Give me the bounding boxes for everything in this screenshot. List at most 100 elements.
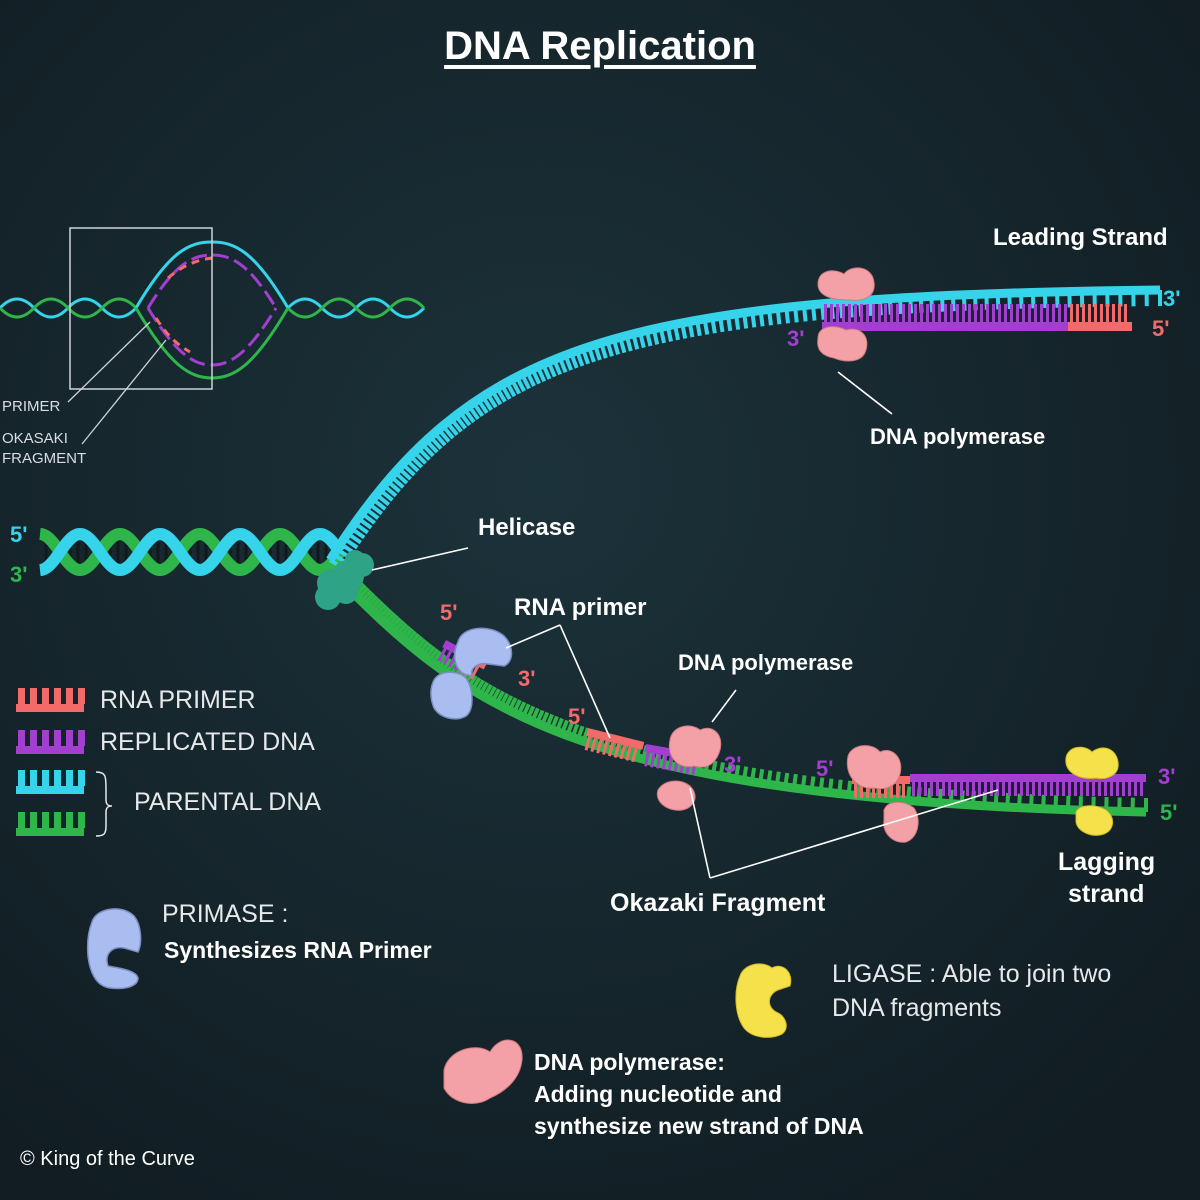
leading-replicated-base [950, 304, 953, 322]
end-okazaki1-left: 5' [568, 704, 586, 729]
leading-replicated-base [878, 304, 881, 322]
leading-replicated-base [992, 304, 995, 322]
leading-replicated-base [1016, 304, 1019, 322]
end-lagging-right-top: 3' [1158, 764, 1176, 789]
lagging-replicated-fragment-base [1026, 782, 1029, 796]
leading-replicated-base [1058, 304, 1061, 322]
leading-replicated-base [854, 304, 857, 322]
leading-primer-base [1076, 304, 1079, 322]
okazaki1-rna-primer-base [625, 746, 632, 761]
legend-swatch-parental-green-tooth [54, 812, 61, 828]
okazaki1-rna-primer-base [584, 736, 591, 751]
lagging-replicated-fragment-base [1044, 782, 1047, 796]
okazaki2-rna-primer-base [884, 784, 887, 798]
end-lagging-right-bottom: 5' [1160, 800, 1178, 825]
ligase-key-icon [735, 963, 792, 1038]
lagging-replicated-fragment-base [1116, 782, 1119, 796]
leading-replicated-base [1052, 304, 1055, 322]
okazaki2-rna-primer-base [854, 784, 857, 798]
credit-text: © King of the Curve [20, 1148, 195, 1170]
legend-swatch-rna-primer-tooth [18, 688, 25, 704]
lagging-replicated-fragment-base [978, 782, 981, 796]
end-okazaki1-right: 3' [724, 752, 742, 777]
polymerase-note-line2: Adding nucleotide and [534, 1081, 782, 1107]
leading-replicated-base [824, 304, 827, 322]
leading-primer-base [1082, 304, 1085, 322]
leading-replicated-base [1046, 304, 1049, 322]
legend-swatch-rna-primer [16, 688, 85, 712]
okazaki2-rna-primer-base [866, 784, 869, 798]
primase-replicated-fragment-base [437, 648, 447, 662]
end-leading-polymerase: 3' [787, 326, 805, 351]
leading-replicated-base [974, 304, 977, 322]
lagging-replicated-fragment-base [1122, 782, 1125, 796]
legend-swatch-parental-green [16, 812, 85, 836]
legend-swatch-parental-green-tooth [66, 812, 73, 828]
leading-replicated-base [914, 304, 917, 322]
primase-note-desc: Synthesizes RNA Primer [164, 937, 432, 963]
lagging-replicated-fragment-base [1032, 782, 1035, 796]
legend-rna-primer: RNA PRIMER [100, 686, 256, 714]
lagging-replicated-fragment-base [924, 782, 927, 796]
end-okazaki2-left: 5' [816, 756, 834, 781]
leading-primer-base [1124, 304, 1127, 322]
leading-replicated-base [1040, 304, 1043, 322]
leading-replicated-base [998, 304, 1001, 322]
leading-primer-base [1106, 304, 1109, 322]
legend-swatch-rna-primer-tooth [78, 688, 85, 704]
leading-replicated-base [884, 304, 887, 322]
okazaki2-rna-primer-base [896, 784, 899, 798]
legend-swatch-replicated-dna-tooth [54, 730, 61, 746]
lagging-replicated-fragment-base [1080, 782, 1083, 796]
primase-replicated-fragment-base [442, 650, 452, 665]
legend-swatch-rna-primer-tooth [54, 688, 61, 704]
legend-swatch-parental-green-bar [16, 828, 84, 836]
lagging-replicated-fragment-base [1098, 782, 1101, 796]
okazaki-fragment-label: Okazaki Fragment [610, 889, 826, 917]
leading-replicated-base [902, 304, 905, 322]
pointer-okazaki-b [709, 789, 999, 879]
inset-okazaki-label-line2: FRAGMENT [2, 450, 87, 467]
polymerase-note-line3: synthesize new strand of DNA [534, 1113, 864, 1139]
okazaki-dna-polymerase-1 [656, 725, 722, 811]
legend-replicated-dna: REPLICATED DNA [100, 728, 315, 756]
dna-polymerase-top-label: DNA polymerase [870, 424, 1046, 449]
leading-replicated-base [896, 304, 899, 322]
legend-swatch-replicated-dna-tooth [18, 730, 25, 746]
inset-replication-bubble [0, 227, 426, 445]
leading-replicated-base [980, 304, 983, 322]
leading-dna-polymerase [817, 267, 875, 362]
lagging-replicated-fragment-base [1086, 782, 1089, 796]
okazaki2-rna-primer-base [890, 784, 893, 798]
lagging-replicated-fragment-base [1020, 782, 1023, 796]
lagging-backbone [328, 568, 1147, 817]
okazaki2-rna-primer-base [872, 784, 875, 798]
legend-swatch-parental-cyan-bar [16, 786, 84, 794]
leading-replicated-base [962, 304, 965, 322]
polymerase-note-line1: DNA polymerase: [534, 1049, 725, 1075]
leading-strand [326, 285, 1162, 571]
legend-swatch-replicated-dna [16, 730, 85, 754]
inset-primer-label: PRIMER [2, 398, 61, 415]
primase-on-strand [430, 627, 513, 720]
legend-swatch-parental-green-tooth [30, 812, 37, 828]
rna-primer-label: RNA primer [514, 594, 647, 621]
pointer-okazaki-a [689, 787, 711, 879]
leading-replicated-base [908, 304, 911, 322]
lagging-replicated-fragment-base [1038, 782, 1041, 796]
lagging-replicated-fragment-base [1014, 782, 1017, 796]
lagging-replicated-fragment-base [966, 782, 969, 796]
leading-replicated-base [836, 304, 839, 322]
okazaki1-rna-primer-backbone [586, 727, 645, 750]
pointer-polymerase-mid [711, 689, 737, 723]
ligase-on-strand [1065, 746, 1119, 836]
lagging-replicated-fragment-base [1056, 782, 1059, 796]
lagging-replicated-fragment-base [1128, 782, 1131, 796]
lagging-replicated-fragment-base [972, 782, 975, 796]
legend-swatch-replicated-dna-bar [16, 746, 84, 754]
lagging-replicated-fragment-base [954, 782, 957, 796]
okazaki1-replicated-base [650, 753, 656, 768]
ligase-note-line2: DNA fragments [832, 994, 1002, 1022]
pointer-rna-primer-b [559, 624, 611, 739]
